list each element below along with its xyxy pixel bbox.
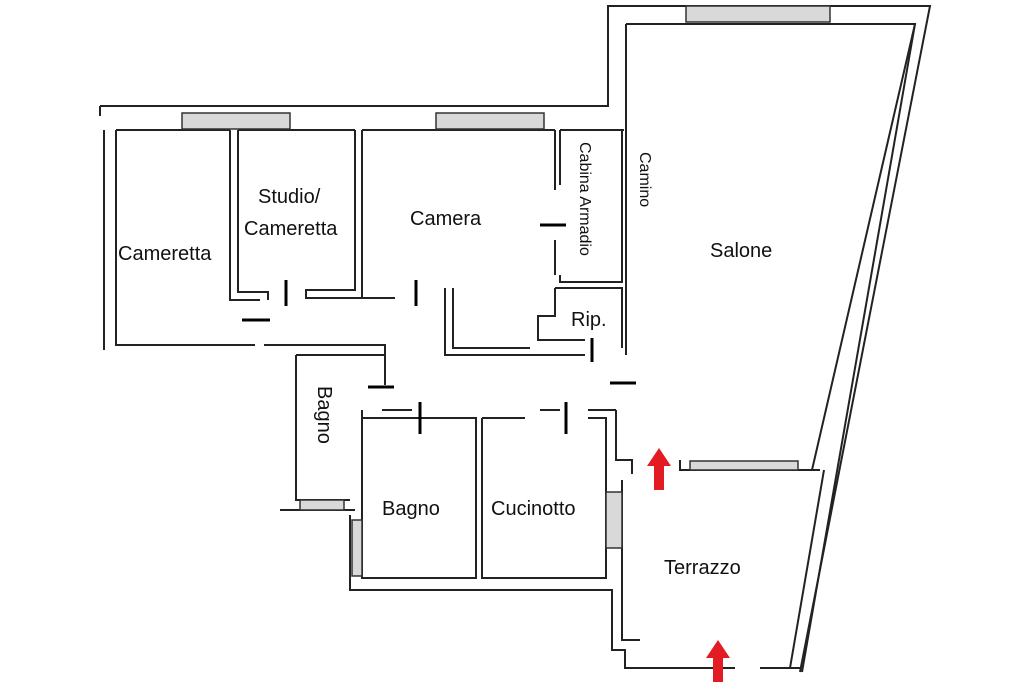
label-cucinotto: Cucinotto [491, 498, 576, 520]
label-bagno: Bagno [382, 498, 440, 520]
window-camera [435, 112, 545, 130]
interior-walls [229, 130, 825, 669]
label-salone: Salone [710, 240, 772, 262]
room-labels: Cameretta Studio/ Cameretta Camera Cabin… [118, 142, 772, 579]
label-studio-line1: Studio/ [258, 186, 321, 208]
label-cameretta: Cameretta [118, 243, 212, 265]
window-terrazzo [689, 460, 799, 471]
red-up-arrow-icon [647, 448, 671, 490]
label-bagno-small: Bagno [313, 386, 335, 444]
window-salone [685, 5, 831, 23]
window-cameretta [181, 112, 291, 130]
window-bagno [351, 519, 363, 577]
label-terrazzo: Terrazzo [664, 557, 741, 579]
label-rip: Rip. [571, 309, 607, 331]
outer-walls [99, 5, 932, 673]
window-bagno-small [299, 499, 345, 511]
entrance-arrows [647, 448, 730, 682]
label-camera: Camera [410, 208, 482, 230]
window-cucinotto [605, 491, 623, 549]
red-up-arrow-icon [706, 640, 730, 682]
label-studio-line2: Cameretta [244, 218, 338, 240]
windows [181, 5, 831, 577]
label-camino: Camino [636, 152, 653, 207]
door-marks [242, 223, 636, 434]
label-cabina-armadio: Cabina Armadio [576, 142, 593, 256]
